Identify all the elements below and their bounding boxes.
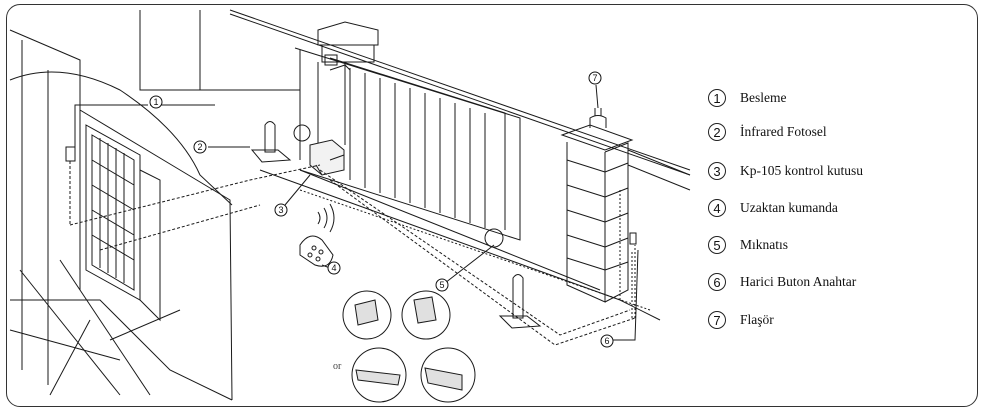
right-pillar — [560, 124, 691, 303]
legend-item: 2 İnfrared Fotosel — [708, 120, 827, 144]
legend-label: Flaşör — [740, 312, 774, 327]
callouts: 1 2 3 4 5 6 7 — [149, 71, 614, 348]
legend-number: 4 — [708, 199, 726, 217]
diagram-frame — [6, 4, 978, 407]
legend-item: 7 Flaşör — [708, 308, 774, 332]
callout-1: 1 — [149, 95, 163, 109]
legend-item: 6 Harici Buton Anahtar — [708, 270, 856, 294]
callout-7: 7 — [588, 71, 602, 85]
legend-number: 7 — [708, 311, 726, 329]
legend-label: Kp-105 kontrol kutusu — [740, 163, 863, 178]
power-supply-box — [65, 146, 76, 162]
svg-text:2: 2 — [197, 142, 202, 152]
svg-text:7: 7 — [592, 73, 597, 83]
svg-text:1: 1 — [153, 97, 158, 107]
legend-number: 3 — [708, 162, 726, 180]
svg-text:6: 6 — [604, 336, 609, 346]
legend-label: Uzaktan kumanda — [740, 200, 838, 215]
legend-item: 3 Kp-105 kontrol kutusu — [708, 159, 863, 183]
legend-label: İnfrared Fotosel — [740, 124, 827, 139]
remote-control — [299, 203, 335, 267]
alternative-label: or — [333, 361, 342, 372]
left-pillar — [299, 21, 379, 170]
svg-text:3: 3 — [278, 205, 283, 215]
callout-3: 3 — [274, 203, 288, 217]
house-door — [85, 124, 161, 322]
callout-2: 2 — [193, 140, 207, 154]
callout-5: 5 — [435, 278, 449, 292]
callout-4: 4 — [327, 261, 341, 275]
callout-6: 6 — [600, 334, 614, 348]
svg-text:5: 5 — [439, 280, 444, 290]
legend-number: 1 — [708, 89, 726, 107]
legend-number: 6 — [708, 273, 726, 291]
external-button — [629, 232, 637, 245]
house-building — [9, 29, 233, 401]
photocell-left — [250, 121, 292, 163]
legend-item: 5 Mıknatıs — [708, 233, 788, 257]
legend-label: Harici Buton Anahtar — [740, 274, 857, 289]
flasher-lamp — [589, 108, 607, 128]
legend-item: 4 Uzaktan kumanda — [708, 196, 838, 220]
legend-item: 1 Besleme — [708, 86, 787, 110]
svg-text:4: 4 — [331, 263, 336, 273]
legend-number: 2 — [708, 123, 726, 141]
legend-number: 5 — [708, 236, 726, 254]
sliding-gate — [294, 47, 601, 291]
legend-label: Besleme — [740, 90, 787, 105]
legend-label: Mıknatıs — [740, 237, 789, 252]
control-box-motor — [293, 124, 504, 248]
magnet-options — [342, 290, 476, 403]
photocell-right — [498, 274, 542, 329]
